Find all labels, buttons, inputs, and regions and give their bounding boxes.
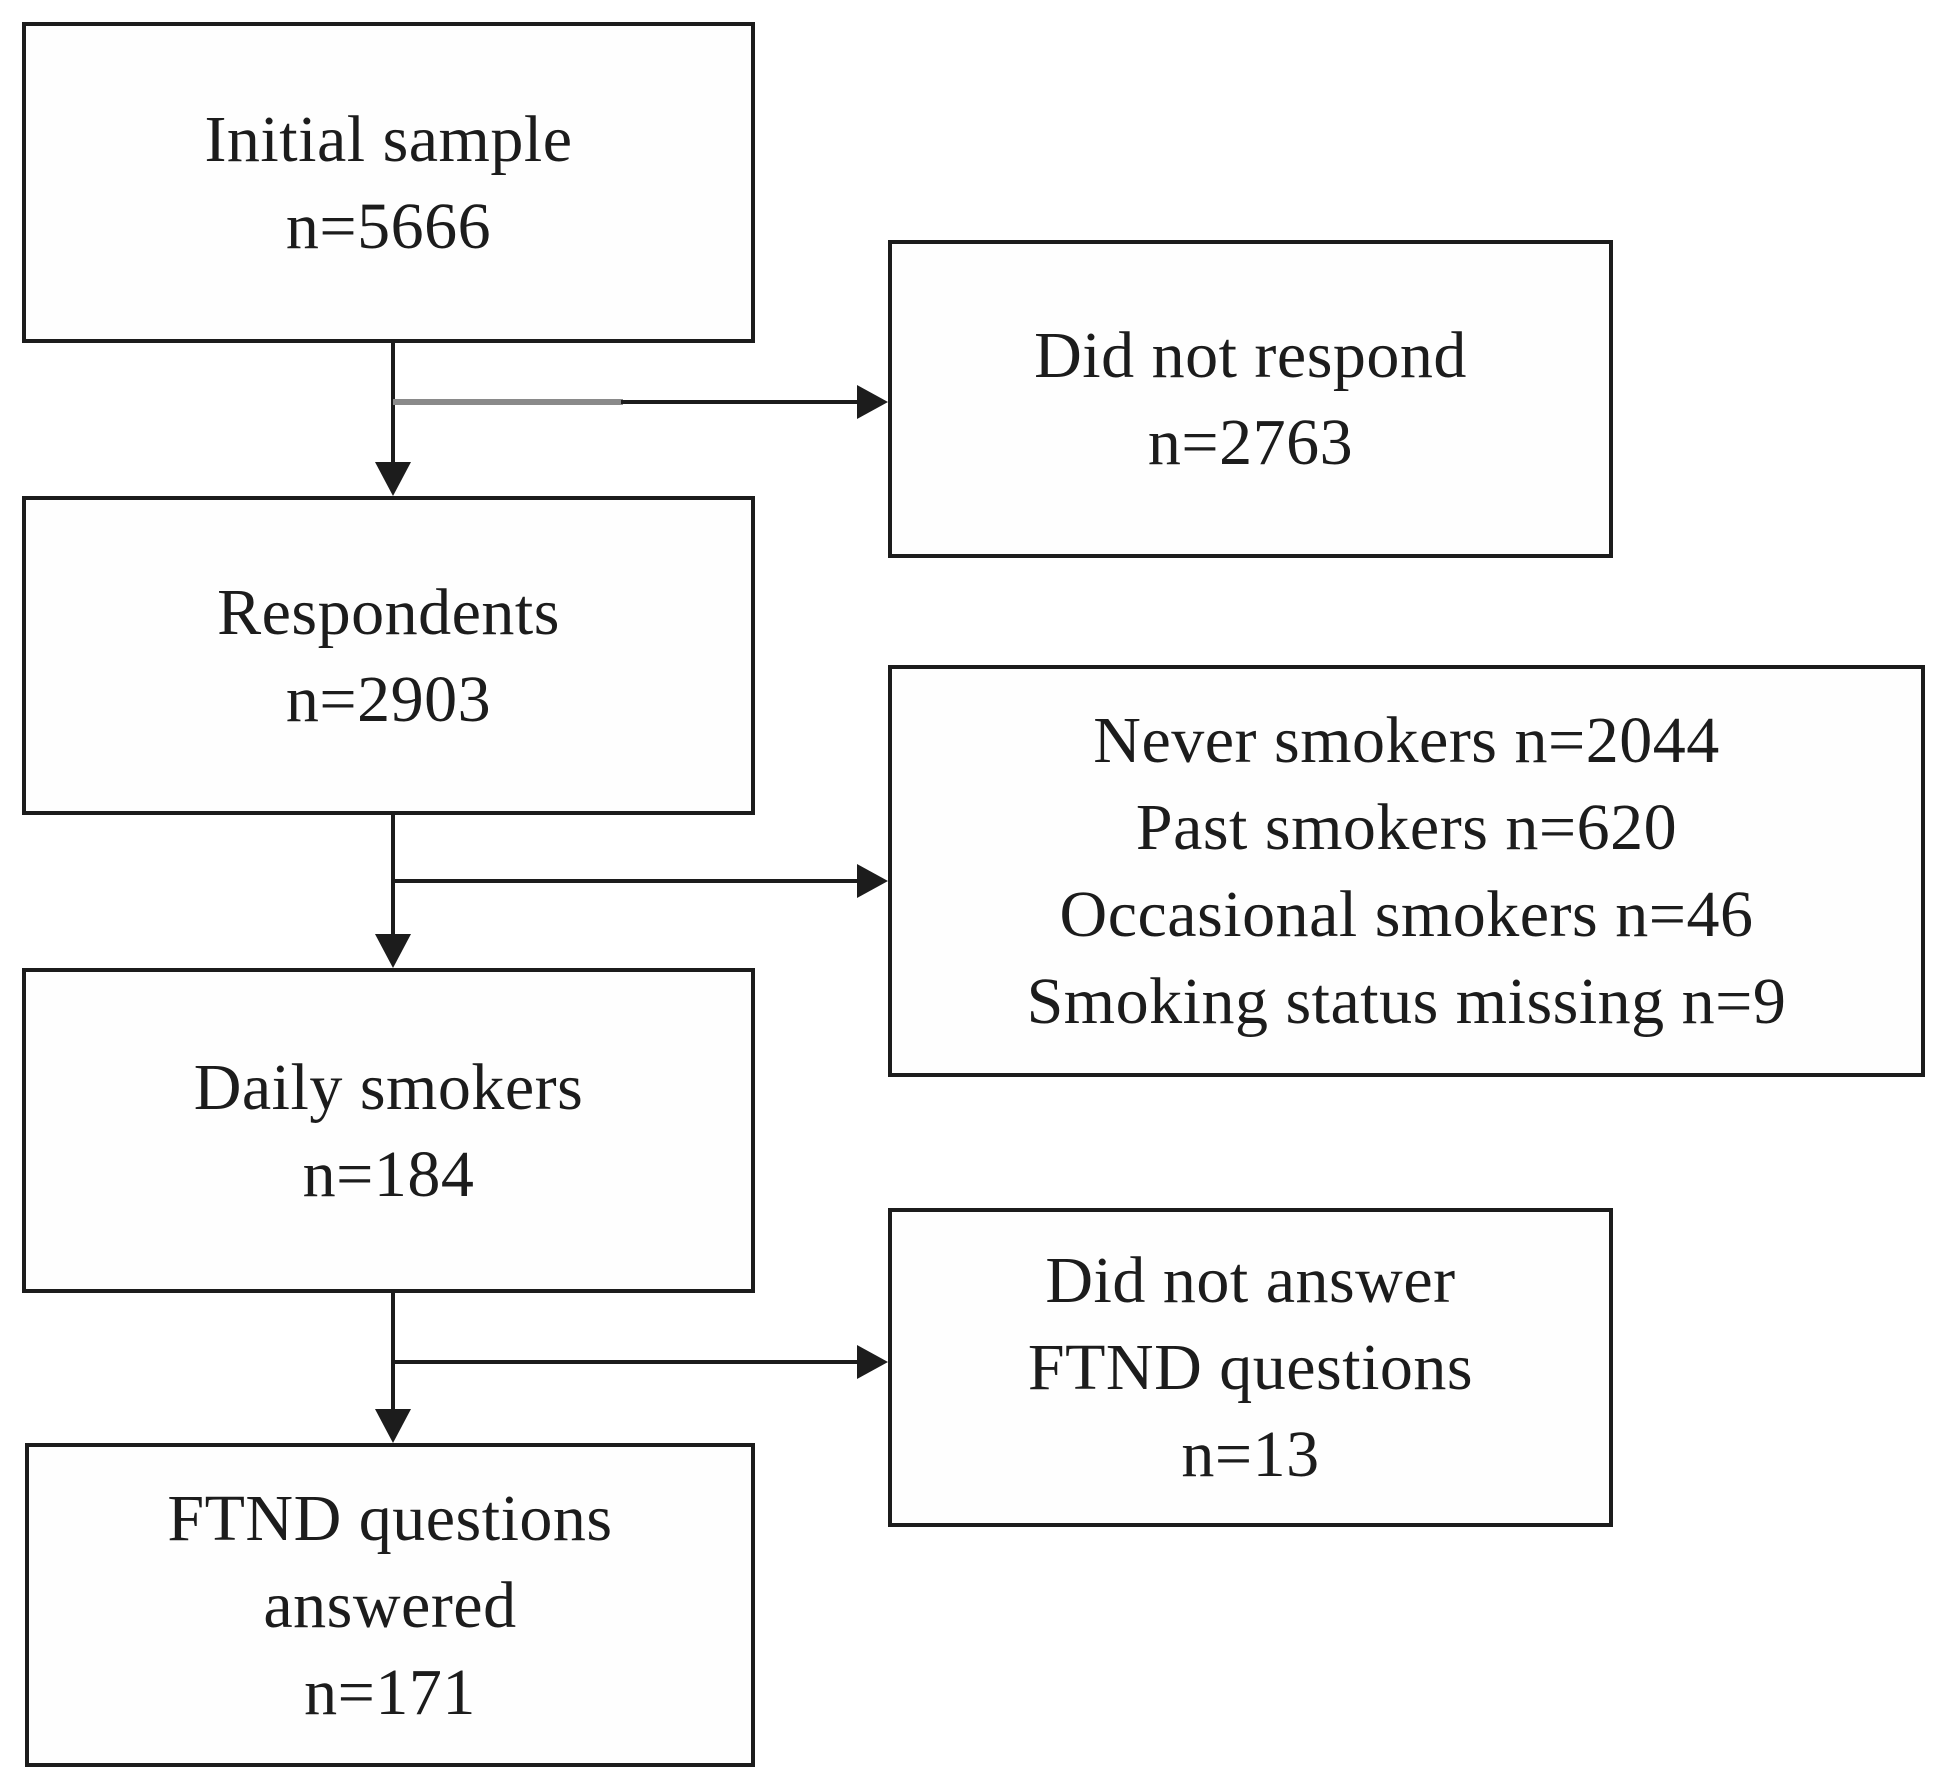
flow-box-line: Daily smokers — [193, 1050, 584, 1124]
flow-box-line: Did not respond — [1034, 319, 1467, 392]
connector-branch-did-not-respond — [621, 400, 857, 404]
arrowhead-down — [375, 462, 411, 496]
flow-box-line: FTND questions — [167, 1481, 613, 1555]
flow-box-line: answered — [263, 1568, 517, 1642]
connector-respondents-to-daily — [391, 815, 395, 937]
flow-box-did-not-respond: Did not respond n=2763 — [888, 240, 1613, 558]
flow-box-line: n=171 — [304, 1655, 476, 1729]
flow-box-line: Past smokers n=620 — [1135, 791, 1678, 864]
flow-box-line: n=13 — [1181, 1418, 1320, 1491]
flow-box-ftnd-answered: FTND questions answered n=171 — [25, 1443, 755, 1767]
connector-branch-excluded-smoking-status — [391, 879, 857, 883]
flow-box-no-ftnd-answers: Did not answer FTND questions n=13 — [888, 1208, 1613, 1527]
flow-box-line: Respondents — [217, 575, 560, 649]
arrowhead-right — [857, 864, 888, 898]
connector-branch-did-not-respond-gray-segment — [393, 399, 623, 405]
flow-box-line: Initial sample — [204, 102, 573, 176]
flow-box-line: n=2903 — [285, 662, 492, 736]
arrowhead-down — [375, 934, 411, 968]
flow-box-excluded-smoking-status: Never smokers n=2044 Past smokers n=620 … — [888, 665, 1925, 1077]
flow-box-daily-smokers: Daily smokers n=184 — [22, 968, 755, 1293]
flow-box-line: Never smokers n=2044 — [1093, 704, 1720, 777]
flow-box-line: Occasional smokers n=46 — [1059, 878, 1754, 951]
flow-box-line: Did not answer — [1045, 1244, 1456, 1317]
flow-box-respondents: Respondents n=2903 — [22, 496, 755, 815]
arrowhead-down — [375, 1409, 411, 1443]
connector-daily-to-ftnd — [391, 1293, 395, 1412]
flow-box-line: n=5666 — [285, 189, 492, 263]
arrowhead-right — [857, 385, 888, 419]
flow-box-line: FTND questions — [1027, 1331, 1474, 1404]
flow-box-initial-sample: Initial sample n=5666 — [22, 22, 755, 343]
arrowhead-right — [857, 1345, 888, 1379]
connector-branch-no-ftnd — [391, 1360, 857, 1364]
flow-box-line: n=2763 — [1147, 406, 1354, 479]
flow-box-line: n=184 — [302, 1137, 475, 1211]
flow-box-line: Smoking status missing n=9 — [1026, 965, 1787, 1038]
